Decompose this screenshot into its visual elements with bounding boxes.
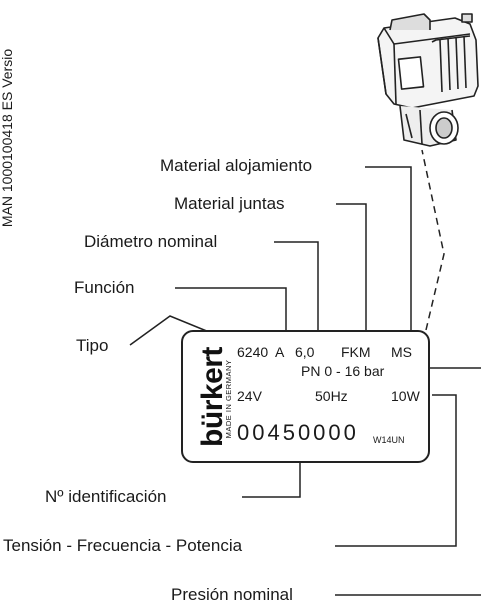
valve-illustration <box>377 13 479 147</box>
plate-type: 6240 <box>237 344 269 360</box>
plate-pressure: PN 0 - 16 bar <box>301 363 385 379</box>
plate-voltage: 24V <box>237 388 262 404</box>
plate-diameter: 6,0 <box>295 344 315 360</box>
plate-function: A <box>275 344 285 360</box>
plate-serial-number: 00450000 <box>237 420 359 445</box>
plate-housing: MS <box>391 344 412 360</box>
brand-logo: bürkert MADE IN GERMANY <box>189 337 233 457</box>
label-material-juntas: Material juntas <box>174 194 285 213</box>
nameplate: bürkert MADE IN GERMANY 6240 A 6,0 FKM M… <box>181 330 430 463</box>
label-diametro-nominal: Diámetro nominal <box>84 232 218 251</box>
plate-code: W14UN <box>373 435 405 445</box>
plate-frequency: 50Hz <box>315 388 348 404</box>
label-funcion: Función <box>74 278 135 297</box>
plate-seal: FKM <box>341 344 371 360</box>
plate-power: 10W <box>391 388 420 404</box>
label-material-alojamiento: Material alojamiento <box>160 156 313 175</box>
label-n-identificacion: Nº identificación <box>45 487 167 506</box>
label-presion-nominal: Presión nominal <box>171 585 293 604</box>
made-in-germany: MADE IN GERMANY <box>224 359 233 439</box>
label-tipo: Tipo <box>76 336 109 355</box>
label-tension-frecuencia-potencia: Tensión - Frecuencia - Potencia <box>3 536 243 555</box>
